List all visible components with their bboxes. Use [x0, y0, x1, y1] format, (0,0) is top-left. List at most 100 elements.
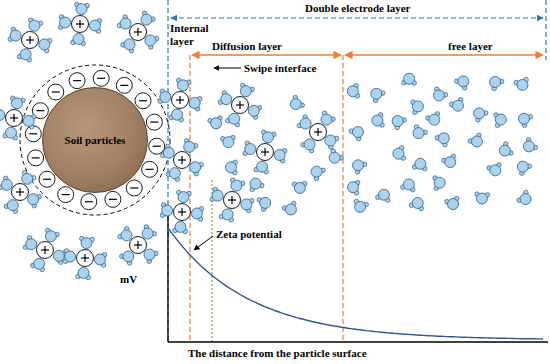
water-molecule	[89, 19, 101, 34]
cation	[22, 32, 39, 49]
water-molecule	[71, 33, 86, 45]
boundary-line	[545, 0, 546, 60]
oxygen-atom	[415, 158, 426, 169]
water-molecule	[519, 113, 533, 127]
water-molecule	[191, 207, 203, 222]
oxygen-atom	[403, 179, 414, 190]
water-molecule	[435, 133, 449, 147]
oxygen-atom	[23, 115, 34, 126]
water-molecule	[433, 176, 445, 191]
ion-circle	[116, 77, 132, 93]
anion	[105, 191, 121, 207]
water-molecule	[261, 130, 276, 143]
water-molecule	[121, 39, 135, 53]
water-molecule	[120, 251, 134, 265]
ion-circle	[22, 32, 39, 49]
slip-plane	[211, 180, 212, 342]
ion-circle	[149, 138, 165, 154]
oxygen-atom	[458, 76, 469, 87]
water-molecule	[371, 88, 385, 102]
water-molecule	[31, 258, 45, 272]
oxygen-atom	[89, 20, 100, 31]
cation	[232, 97, 249, 114]
oxygen-atom	[184, 141, 195, 152]
oxygen-atom	[221, 94, 232, 105]
oxygen-atom	[144, 249, 155, 260]
cation	[77, 250, 94, 267]
zeta-curve	[168, 228, 543, 339]
sign-stroke	[85, 201, 93, 202]
water-molecule	[8, 27, 21, 41]
water-molecule	[169, 109, 184, 122]
span-arrow	[345, 54, 543, 55]
oxygen-atom	[371, 88, 382, 99]
oxygen-atom	[250, 178, 261, 189]
cation	[37, 242, 54, 259]
water-molecule	[58, 15, 70, 30]
boundary-circle	[20, 65, 170, 215]
water-molecule	[190, 162, 204, 176]
oxygen-atom	[245, 144, 256, 155]
water-molecule	[39, 38, 52, 52]
oxygen-atom	[1, 179, 12, 190]
oxygen-atom	[520, 194, 531, 205]
anion	[135, 93, 151, 109]
sign-stroke	[264, 148, 265, 156]
anion	[116, 77, 132, 93]
anion	[93, 70, 109, 86]
water-molecule	[10, 96, 25, 109]
water-molecule	[240, 83, 254, 97]
sign-stroke	[239, 101, 240, 109]
oxygen-atom	[162, 205, 173, 216]
oxygen-atom	[39, 39, 50, 50]
water-molecule	[321, 111, 335, 125]
oxygen-atom	[329, 152, 340, 163]
water-molecule	[499, 142, 513, 156]
water-molecule	[372, 113, 385, 128]
ion-circle	[130, 24, 147, 41]
oxygen-atom	[123, 251, 134, 262]
anion	[39, 171, 55, 187]
callout-label: Swipe interface	[244, 62, 316, 75]
ion-circle	[174, 204, 191, 221]
sign-stroke	[153, 146, 161, 147]
ion-circle	[105, 191, 121, 207]
oxygen-atom	[274, 149, 285, 160]
oxygen-atom	[433, 90, 444, 101]
water-molecule	[514, 77, 528, 90]
boundary-line	[167, 0, 168, 342]
sign-stroke	[29, 36, 30, 44]
oxygen-atom	[248, 105, 259, 116]
layer-title: Double electrode layer	[305, 2, 411, 15]
ion-circle	[37, 242, 54, 259]
water-molecule	[3, 127, 18, 140]
span-arrow	[171, 17, 543, 18]
oxygen-atom	[124, 39, 135, 50]
oxygen-atom	[225, 162, 236, 173]
oxygen-atom	[348, 182, 359, 193]
ion-circle	[72, 16, 89, 33]
oxygen-atom	[378, 189, 389, 200]
water-molecule	[393, 146, 406, 161]
oxygen-atom	[0, 110, 5, 121]
oxygen-atom	[474, 108, 485, 119]
oxygen-atom	[26, 239, 37, 250]
anion	[126, 180, 142, 196]
water-molecule	[142, 225, 156, 239]
water-molecule	[297, 115, 311, 129]
oxygen-atom	[290, 99, 301, 110]
layer-boundary	[189, 55, 190, 342]
water-molecule	[45, 228, 59, 242]
ion-circle	[6, 110, 23, 127]
oxygen-atom	[448, 199, 459, 210]
water-molecule	[243, 141, 256, 156]
water-molecule	[445, 196, 459, 209]
oxygen-atom	[353, 160, 364, 171]
sign-stroke	[130, 187, 138, 188]
sign-stroke	[73, 80, 81, 81]
water-molecule	[494, 113, 507, 128]
oxygen-atom	[294, 182, 305, 193]
oxygen-atom	[177, 80, 188, 91]
oxygen-atom	[452, 100, 463, 111]
water-molecule	[75, 2, 90, 14]
